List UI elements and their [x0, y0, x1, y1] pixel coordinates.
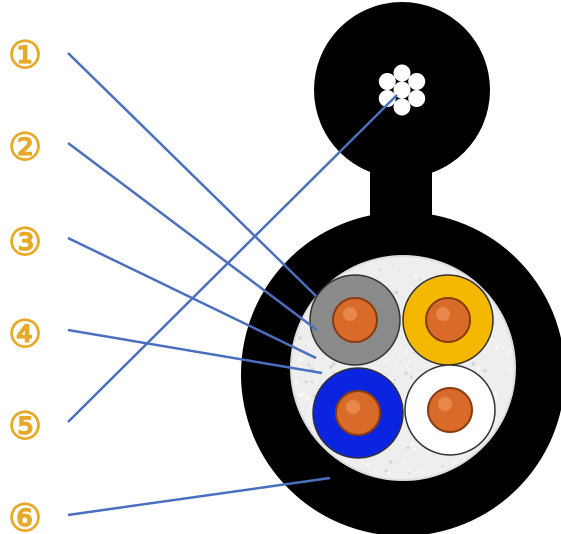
- filler-speck: [413, 351, 416, 354]
- copper-highlight: [346, 400, 360, 414]
- filler-speck: [410, 442, 415, 447]
- callout-label-5: ⑤: [8, 403, 42, 448]
- copper-core-yellow: [425, 297, 471, 343]
- filler-speck: [491, 338, 494, 340]
- callout-label-4: ④: [8, 311, 42, 356]
- filler-speck: [453, 460, 456, 464]
- filler-speck: [441, 465, 445, 468]
- filler-speck: [304, 380, 308, 384]
- copper-highlight: [438, 397, 452, 411]
- conductor-gray: [309, 274, 401, 366]
- filler-speck: [409, 375, 413, 379]
- conductor-yellow: [402, 274, 494, 366]
- messenger-strand: [378, 73, 396, 90]
- copper-core-blue: [335, 390, 381, 436]
- filler-speck: [396, 359, 399, 362]
- filler-speck: [391, 263, 394, 266]
- filler-speck: [313, 394, 316, 398]
- filler-speck: [507, 351, 511, 354]
- filler-speck: [493, 391, 498, 396]
- filler-speck: [391, 472, 393, 474]
- conductor-white: [404, 364, 496, 456]
- filler-speck: [387, 471, 390, 475]
- filler-speck: [332, 371, 336, 375]
- messenger-strand: [408, 73, 426, 90]
- filler-speck: [508, 369, 512, 372]
- callout-labels: ① ② ③ ④ ⑤ ⑥: [8, 32, 42, 534]
- filler-speck: [501, 346, 505, 349]
- conductors: [309, 274, 496, 459]
- filler-speck: [393, 382, 396, 385]
- filler-speck: [305, 344, 308, 347]
- filler-speck: [400, 441, 403, 444]
- messenger-strand: [393, 98, 411, 116]
- filler-speck: [295, 380, 300, 385]
- filler-speck: [377, 367, 380, 370]
- messenger-strand: [378, 90, 396, 107]
- filler-speck: [406, 350, 409, 354]
- callout-label-6: ⑥: [8, 495, 42, 534]
- messenger-wire: [378, 64, 426, 116]
- leader-lines: [67, 52, 398, 517]
- filler-speck: [418, 278, 421, 281]
- callout-label-1: ①: [8, 32, 42, 77]
- leader-line: [67, 142, 318, 331]
- messenger-strand: [393, 81, 411, 99]
- filler-speck: [298, 336, 302, 340]
- filler-speck: [315, 379, 318, 383]
- copper-highlight: [436, 307, 450, 321]
- filler-speck: [409, 366, 412, 368]
- copper-core-gray: [332, 297, 378, 343]
- messenger-strand: [393, 64, 411, 82]
- filler-speck: [372, 470, 375, 473]
- filler-speck: [304, 393, 308, 397]
- filler-speck: [307, 363, 311, 367]
- leader-line: [67, 52, 317, 297]
- filler-speck: [300, 392, 304, 396]
- messenger-strand: [408, 90, 426, 107]
- filler-speck: [384, 282, 387, 285]
- filler-speck: [408, 467, 412, 471]
- filler-speck: [388, 448, 391, 451]
- filler-speck: [366, 463, 370, 467]
- filler-speck: [406, 365, 409, 368]
- conductor-blue: [312, 367, 404, 459]
- filler-speck: [483, 368, 487, 373]
- filler-speck: [393, 378, 396, 381]
- leader-line: [67, 94, 398, 423]
- filler-speck: [398, 354, 401, 357]
- callout-label-2: ②: [8, 124, 42, 169]
- leader-line: [67, 476, 331, 517]
- filler-speck: [495, 345, 500, 350]
- filler-speck: [378, 268, 382, 271]
- copper-highlight: [343, 307, 357, 321]
- filler-speck: [471, 362, 476, 367]
- filler-speck: [331, 361, 336, 366]
- filler-speck: [384, 469, 388, 473]
- filler-speck: [394, 290, 399, 295]
- copper-core-white: [427, 387, 473, 433]
- filler-speck: [386, 361, 389, 364]
- filler-speck: [399, 361, 402, 364]
- callout-label-3: ③: [8, 219, 42, 264]
- filler-speck: [413, 446, 417, 450]
- filler-speck: [408, 471, 411, 475]
- filler-speck: [414, 274, 418, 278]
- filler-speck: [306, 397, 309, 401]
- filler-speck: [310, 403, 313, 407]
- filler-speck: [416, 470, 420, 474]
- filler-speck: [308, 411, 311, 414]
- filler-speck: [403, 460, 406, 463]
- filler-speck: [477, 366, 480, 370]
- leader-line: [67, 328, 323, 375]
- filler-speck: [404, 371, 408, 375]
- filler-speck: [389, 460, 393, 464]
- filler-speck: [406, 445, 410, 450]
- filler-speck: [403, 442, 405, 444]
- filler-speck: [329, 365, 333, 369]
- filler-speck: [311, 380, 314, 384]
- filler-speck: [298, 357, 303, 362]
